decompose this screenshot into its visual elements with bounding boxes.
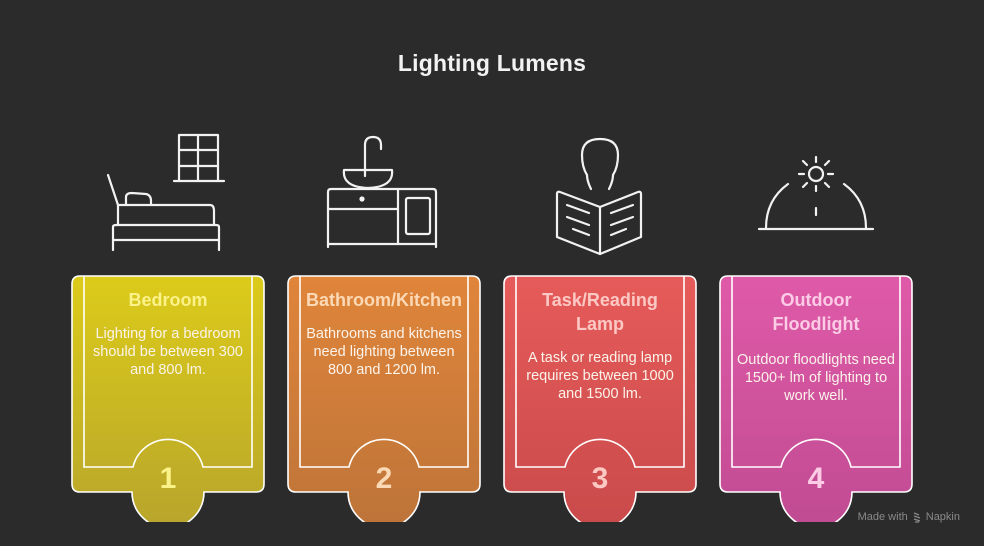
- page-title: Lighting Lumens: [397, 50, 587, 76]
- step-number: 4: [807, 462, 825, 495]
- credit-brand: Napkin: [925, 511, 960, 523]
- sink-cabinet-icon: [306, 125, 466, 260]
- floodlight-icon: [736, 125, 896, 260]
- step-title: Bedroom: [128, 290, 208, 310]
- step-description: A task or reading lamp requires between …: [526, 350, 674, 402]
- step-card-1: Bedroom Lighting for a bedroom should be…: [70, 270, 266, 522]
- made-with-napkin-credit: Made with Napkin: [858, 511, 960, 523]
- step-card-4: Outdoor Floodlight Outdoor floodlights n…: [718, 270, 914, 522]
- card-shape: [71, 275, 265, 522]
- step-title: Task/Reading Lamp: [542, 290, 658, 334]
- step-number: 1: [159, 462, 177, 495]
- step-title: Bathroom/Kitchen: [305, 290, 462, 310]
- step-number: 2: [375, 462, 393, 495]
- card-shape: [503, 275, 697, 522]
- step-card-3: Task/Reading Lamp A task or reading lamp…: [502, 270, 698, 522]
- bed-window-icon: [88, 125, 248, 260]
- step-description: Bathrooms and kitchens need lighting bet…: [306, 326, 462, 378]
- napkin-logo-icon: [913, 511, 920, 523]
- card-shape: [287, 275, 481, 522]
- step-description: Lighting for a bedroom should be between…: [93, 326, 243, 378]
- step-card-2: Bathroom/Kitchen Bathrooms and kitchens …: [286, 270, 482, 522]
- step-number: 3: [591, 462, 609, 495]
- person-reading-icon: [520, 125, 680, 260]
- card-shape: [719, 275, 913, 522]
- step-title: Outdoor Floodlight: [772, 290, 860, 334]
- step-description: Outdoor floodlights need 1500+ lm of lig…: [737, 352, 895, 404]
- credit-text: Made with: [857, 511, 908, 523]
